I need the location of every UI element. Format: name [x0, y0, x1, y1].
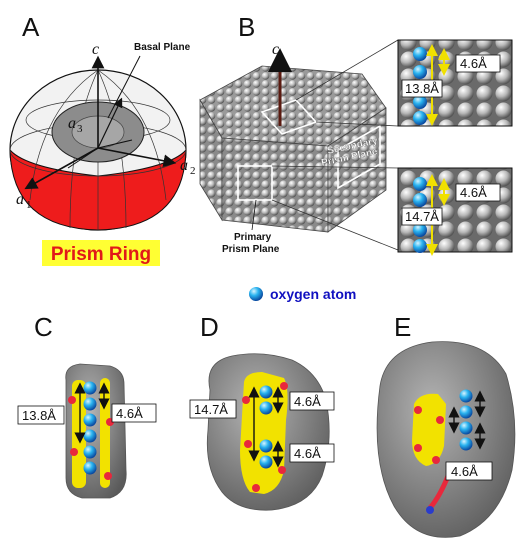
axis-a3-arrow [97, 97, 123, 149]
oxygen-atom [413, 95, 427, 109]
primary-selection-box [237, 165, 273, 201]
label-d-long: 14.7Å [194, 402, 228, 417]
label-primary-prism-line1: Primary [234, 232, 272, 243]
label-bottom-long: 14.7Å [405, 209, 439, 224]
secondary-selection-box [337, 124, 381, 190]
panel-letter-b: B [238, 12, 255, 42]
label-axis-a1-sub: 1 [26, 199, 32, 211]
panel-letter-d: D [200, 312, 219, 342]
panel-a: A c a 1 a 2 a 3 Basal Plane Pr [9, 12, 196, 266]
legend-oxygen-icon [249, 287, 263, 301]
oxygen-atom [459, 421, 473, 435]
oxygen-atom [459, 389, 473, 403]
crystal-right-face [327, 107, 387, 233]
oxygen-atom [413, 47, 427, 61]
legend: oxygen atom [249, 286, 356, 302]
oxygen-atom [459, 437, 473, 451]
label-bottom-short: 4.6Å [460, 185, 487, 200]
oxygen-atom [83, 429, 97, 443]
label-d-short-top: 4.6Å [294, 394, 321, 409]
oxygen-atom [413, 111, 427, 125]
label-axis-a1: a [16, 191, 24, 208]
label-c-long: 13.8Å [22, 408, 56, 423]
oxygen-atom [83, 413, 97, 427]
label-top-short: 4.6Å [460, 56, 487, 71]
panel-c: C 13.8Å 4.6Å [17, 312, 157, 499]
panel-letter-a: A [22, 12, 40, 42]
oxygen-atom [413, 193, 427, 207]
panel-d: D 14.7Å 4.6Å 4.6Å [189, 312, 335, 511]
oxygen-atom [259, 401, 273, 415]
panel-e: E 4.6Å [376, 312, 516, 538]
label-axis-a2-sub: 2 [190, 165, 196, 177]
label-e-short: 4.6Å [451, 464, 478, 479]
axis-a2-arrow [97, 147, 177, 168]
prism-ring-label-bg [42, 240, 160, 266]
oxygen-atom [259, 439, 273, 453]
basal-plane-pointer [107, 55, 141, 119]
oxygen-atom [83, 445, 97, 459]
panel-letter-e: E [394, 312, 411, 342]
label-axis-c: c [92, 41, 99, 58]
legend-oxygen-label: oxygen atom [270, 286, 356, 302]
panel-letter-c: C [34, 312, 53, 342]
oxygen-atom [259, 455, 273, 469]
label-basal-plane: Basal Plane [134, 42, 191, 53]
label-c-short: 4.6Å [116, 406, 143, 421]
axis-a1-arrow [24, 147, 99, 190]
oxygen-atom [259, 385, 273, 399]
label-primary-prism-line2: Prism Plane [222, 244, 280, 255]
oxygen-atom [413, 239, 427, 253]
panel-b: B c Secondary Prism Plane Primary Prism … [199, 12, 513, 256]
oxygen-atom [413, 223, 427, 237]
zoom-box-bottom: 14.7Å 4.6Å [397, 167, 513, 256]
oxygen-atom [459, 405, 473, 419]
protein-surface-e [376, 341, 516, 538]
label-axis-a3: a [68, 115, 76, 132]
label-d-short-bottom: 4.6Å [294, 446, 321, 461]
label-axis-a3-sub: 3 [77, 123, 83, 135]
label-prism-ring: Prism Ring [51, 244, 151, 265]
oxygen-atom [83, 397, 97, 411]
label-axis-a2: a [180, 157, 188, 174]
oxygen-atom [413, 65, 427, 79]
crystal-label-c: c [272, 41, 279, 58]
oxygen-atom [413, 177, 427, 191]
oxygen-atom [83, 461, 97, 475]
zoom-box-top: 13.8Å 4.6Å [397, 39, 513, 127]
oxygen-atom [83, 381, 97, 395]
label-top-long: 13.8Å [405, 81, 439, 96]
